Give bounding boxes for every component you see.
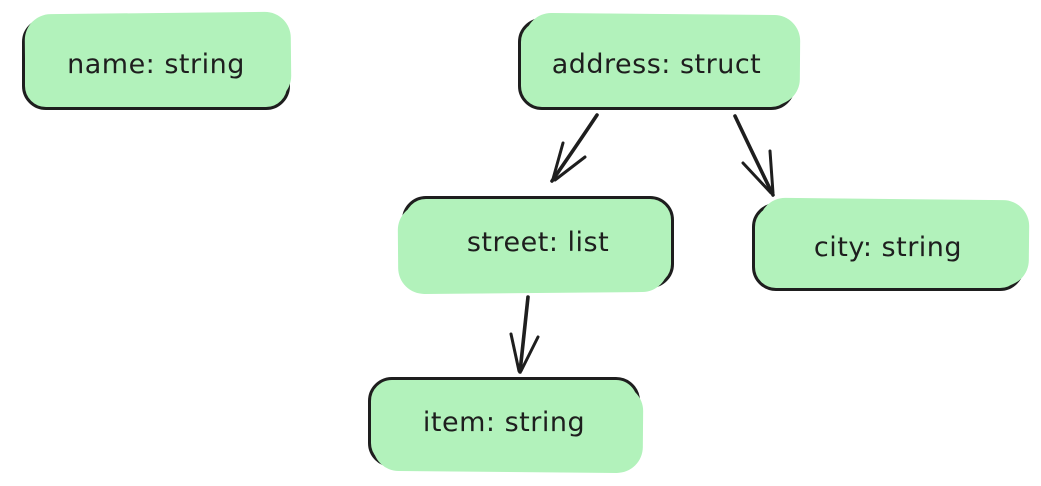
node-address-struct[interactable]: address: struct [518, 18, 795, 110]
edge-street-to-item[interactable] [509, 295, 540, 374]
node-city-label: city: string [813, 231, 963, 263]
edge-address-to-street[interactable] [550, 113, 599, 183]
node-item-label: item: string [422, 406, 586, 438]
node-street-label: street: list [466, 226, 610, 258]
node-city-string[interactable]: city: string [752, 203, 1024, 291]
node-address-label: address: struct [551, 48, 762, 80]
edge-address-to-city[interactable] [733, 114, 775, 197]
node-name-label: name: string [67, 48, 245, 80]
node-item-string[interactable]: item: string [368, 377, 640, 467]
node-street-list[interactable]: street: list [402, 196, 674, 288]
node-name-string[interactable]: name: string [22, 18, 290, 110]
